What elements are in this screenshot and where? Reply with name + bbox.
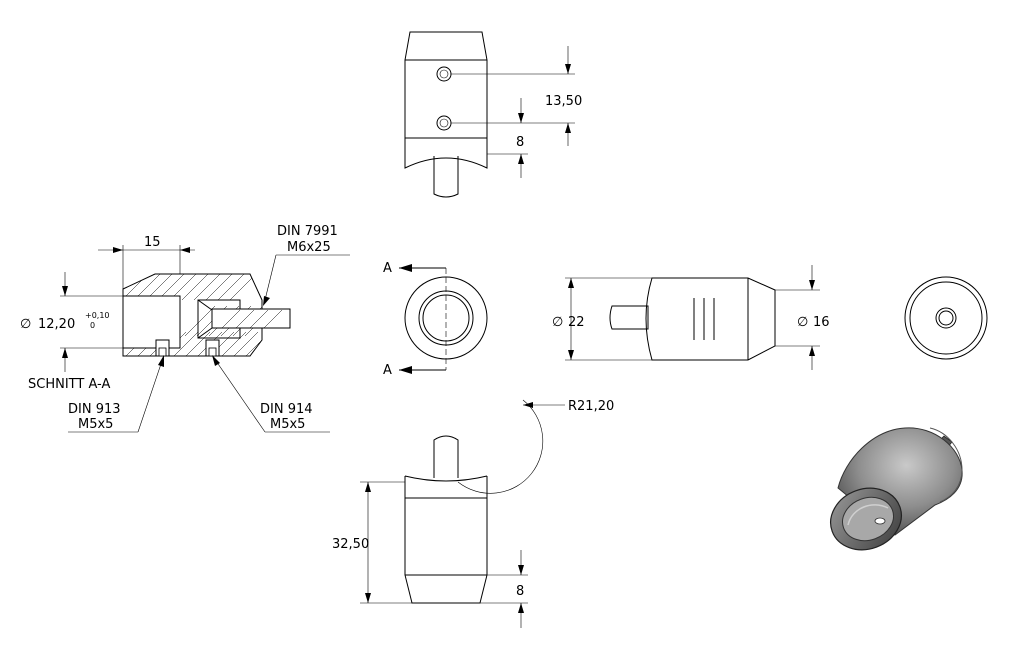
callout-din914-size: M5x5 [270, 417, 305, 432]
cut-marker-top: A [383, 261, 392, 276]
isometric-render [830, 427, 963, 551]
tolerance-lower: 0 [90, 321, 95, 330]
dimension-diameter-22: ∅ 22 [552, 277, 652, 361]
dimension-label-bottom-8: 8 [516, 584, 524, 599]
dimension-label-15: 15 [144, 235, 161, 250]
dimension-label-16: 16 [813, 315, 830, 330]
tolerance-upper: +0,10 [85, 311, 110, 320]
end-view-bore [404, 268, 488, 370]
section-label: SCHNITT A-A [28, 377, 110, 392]
dimension-label-32-50: 32,50 [332, 537, 369, 552]
dimension-label-13-50: 13,50 [545, 94, 582, 109]
front-view [404, 399, 544, 604]
callout-din914-title: DIN 914 [260, 402, 313, 417]
dimension-label-22: 22 [568, 315, 585, 330]
callout-din913-size: M5x5 [78, 417, 113, 432]
callout-din-7991: DIN 7991 M6x25 [263, 224, 350, 306]
dimension-13-50: 13,50 [451, 46, 582, 146]
section-view-a-a [122, 273, 291, 357]
dimension-label-top-8: 8 [516, 135, 524, 150]
top-view [404, 31, 488, 198]
side-view [609, 277, 776, 361]
diameter-symbol-16: ∅ [797, 315, 808, 330]
callout-din913-title: DIN 913 [68, 402, 121, 417]
diameter-symbol: ∅ [20, 317, 31, 332]
cut-marker-bottom: A [383, 363, 392, 378]
callout-din7991-size: M6x25 [287, 240, 331, 255]
section-cut-marker: A A [383, 261, 446, 378]
screw-hole-upper [436, 66, 452, 82]
callout-din7991-title: DIN 7991 [277, 224, 338, 239]
dimension-label-bore: 12,20 [38, 317, 75, 332]
rear-view [904, 276, 988, 360]
dimension-bore-diameter: ∅ 12,20 +0,10 0 [20, 272, 123, 372]
diameter-symbol-22: ∅ [552, 315, 563, 330]
dimension-32-50: 32,50 [332, 481, 412, 604]
dimension-bottom-8: 8 [480, 550, 528, 628]
dimension-top-8: 8 [487, 98, 528, 178]
dimension-diameter-16: ∅ 16 [775, 265, 830, 370]
callout-din-914: DIN 914 M5x5 [212, 355, 330, 433]
dimension-label-radius: R21,20 [568, 399, 614, 414]
callout-din-913: DIN 913 M5x5 [68, 355, 164, 433]
screw-hole-lower [436, 115, 452, 131]
dimension-15: 15 [98, 235, 195, 289]
dimension-radius: R21,20 [523, 399, 614, 414]
